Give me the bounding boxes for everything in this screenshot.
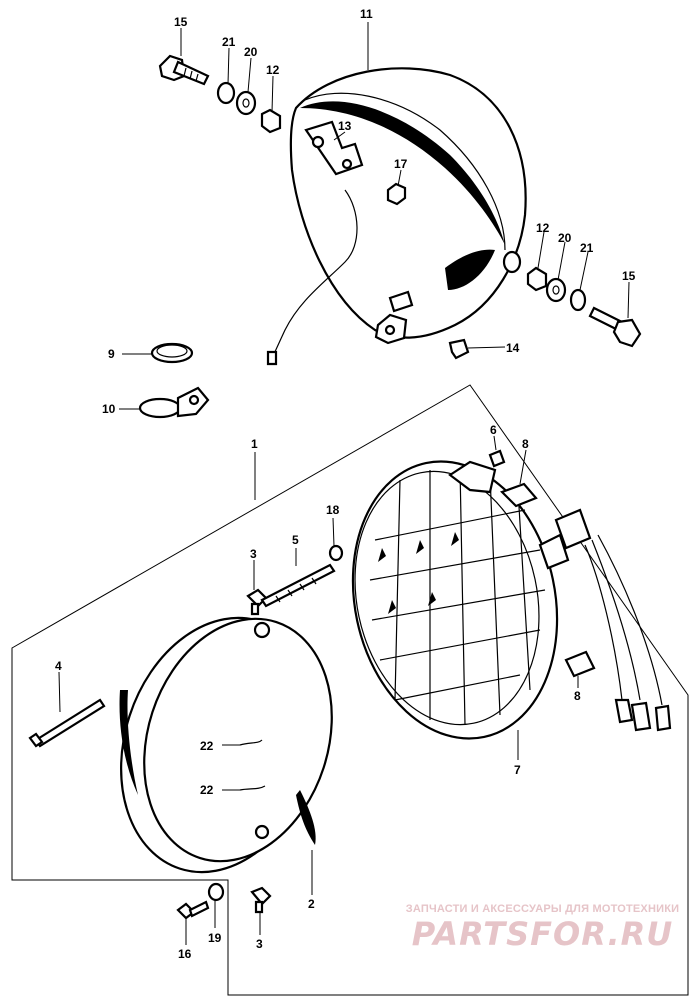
rim-screw-upper	[246, 588, 268, 616]
callout-10: 10	[102, 402, 116, 416]
callout-6: 6	[490, 423, 497, 437]
callout-3-lower: 3	[256, 937, 263, 951]
socket-bracket	[266, 120, 364, 366]
rim-screw-lower	[250, 886, 272, 914]
callout-12-right: 12	[536, 221, 550, 235]
bottom-washer	[207, 882, 225, 902]
cord-clamp	[150, 342, 194, 364]
callout-13: 13	[338, 119, 352, 133]
callout-18: 18	[326, 503, 340, 517]
mounting-bolt-left	[158, 54, 210, 86]
callout-7: 7	[514, 763, 521, 777]
retaining-spring-lower	[564, 650, 596, 678]
adjuster-washer	[328, 544, 344, 562]
sealed-beam-unit	[351, 460, 672, 740]
callout-15-right: 15	[622, 269, 636, 283]
collar-left	[260, 108, 282, 134]
adjusting-clip	[488, 449, 506, 468]
retaining-spring-upper	[500, 482, 538, 508]
adjusting-screw	[260, 563, 336, 608]
lock-washer-left	[216, 81, 236, 105]
callout-16: 16	[178, 947, 192, 961]
collar-right	[526, 266, 548, 292]
callout-21-left: 21	[222, 35, 236, 49]
leader-lines	[58, 22, 630, 945]
mounting-bolt-right	[588, 306, 642, 348]
flat-washer-right	[545, 277, 567, 303]
lock-washer-right	[569, 288, 587, 312]
grommet	[448, 338, 470, 360]
callout-21-right: 21	[580, 241, 594, 255]
callout-14: 14	[506, 341, 520, 355]
callout-20-right: 20	[558, 231, 572, 245]
headlight-rim	[119, 616, 333, 874]
callout-9: 9	[108, 347, 115, 361]
callout-2: 2	[308, 897, 315, 911]
callout-22-lower: 22	[200, 783, 214, 797]
callout-12-left: 12	[266, 63, 280, 77]
callout-1: 1	[251, 437, 258, 451]
harness-clamp	[138, 386, 210, 419]
watermark: ЗАПЧАСТИ И АКСЕССУАРЫ ДЛЯ МОТОТЕХНИКИ PA…	[390, 903, 695, 953]
callout-11: 11	[360, 7, 373, 21]
watermark-logo: PARTSFOR.RU	[411, 915, 674, 953]
callout-4: 4	[55, 659, 62, 673]
callout-8-upper: 8	[522, 437, 529, 451]
nut	[386, 182, 407, 206]
rim-screw-bottom	[176, 900, 210, 920]
headlight-case	[289, 67, 527, 345]
callout-22-upper: 22	[200, 739, 214, 753]
rim-long-screw	[28, 698, 106, 748]
assembly-group-outline	[11, 384, 689, 996]
callout-19: 19	[208, 931, 222, 945]
watermark-caption: ЗАПЧАСТИ И АКСЕССУАРЫ ДЛЯ МОТОТЕХНИКИ	[405, 903, 680, 915]
callout-20-left: 20	[244, 45, 258, 59]
flat-washer-left	[235, 90, 257, 116]
callout-8-lower: 8	[574, 689, 581, 703]
callout-17: 17	[394, 157, 408, 171]
part-callouts: 15 21 20 12 11 13 17 12 20 21 15 14 9 10…	[55, 7, 636, 961]
callout-5: 5	[292, 533, 299, 547]
callout-3-upper: 3	[250, 547, 257, 561]
callout-15-left: 15	[174, 15, 188, 29]
